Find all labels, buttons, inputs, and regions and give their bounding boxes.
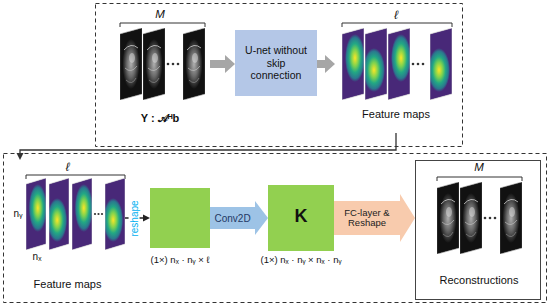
- block-arrow: [210, 55, 235, 73]
- feature-map-stack: ℓFeature maps: [335, 8, 457, 133]
- reconstruction-panel: M Reconstructions: [415, 160, 541, 300]
- process-label: U-net without skip connection: [240, 44, 312, 82]
- shape-label: (1×) nₓ · nᵧ × ℓ: [120, 254, 240, 265]
- arrow-head: [400, 194, 415, 242]
- fc-arrow: [334, 194, 415, 242]
- count-label: M: [416, 161, 542, 175]
- arrow-head: [325, 55, 335, 73]
- edge-label: Conv2D: [213, 213, 253, 224]
- feature-map-stack: ℓ nᵧ nₓFeature maps: [10, 160, 125, 298]
- connector-line: [210, 207, 255, 229]
- arrow-head: [17, 153, 24, 160]
- arrow-head: [225, 55, 235, 73]
- arrow-head: [143, 215, 150, 222]
- dimension-label: nₓ: [26, 251, 48, 263]
- stack-label: Feature maps: [10, 278, 125, 291]
- input-label: Y : 𝒜ᴴb: [110, 112, 210, 125]
- input-stack: M Y : 𝒜ᴴb: [110, 8, 210, 132]
- dimension-label: nᵧ: [10, 208, 26, 220]
- flow-arrow: [17, 133, 397, 160]
- connector-line: [317, 60, 325, 68]
- tensor-name: K: [268, 206, 334, 228]
- tensor-box: (1×) nₓ · nᵧ × ℓ: [150, 188, 210, 248]
- connector-line: [20, 133, 396, 153]
- count-label: ℓ: [335, 8, 457, 22]
- edge-label: FC-layer & Reshape: [334, 208, 400, 229]
- connector-line: [210, 60, 225, 68]
- count-label: M: [110, 8, 210, 22]
- unet-box: U-net without skip connection: [235, 30, 317, 96]
- conv-arrow: [210, 201, 268, 235]
- count-label: ℓ: [10, 160, 125, 174]
- panel-label: Reconstructions: [416, 274, 542, 287]
- block-arrow: [317, 55, 335, 73]
- shape-label: (1×) nₓ · nᵧ × nₓ · nᵧ: [228, 254, 374, 265]
- edge-label: reshape: [129, 198, 140, 238]
- arrow-head: [255, 201, 268, 235]
- tensor-box: K(1×) nₓ · nᵧ × nₓ · nᵧ: [268, 185, 334, 251]
- stack-label: Feature maps: [335, 108, 457, 121]
- connector-line: [334, 201, 400, 235]
